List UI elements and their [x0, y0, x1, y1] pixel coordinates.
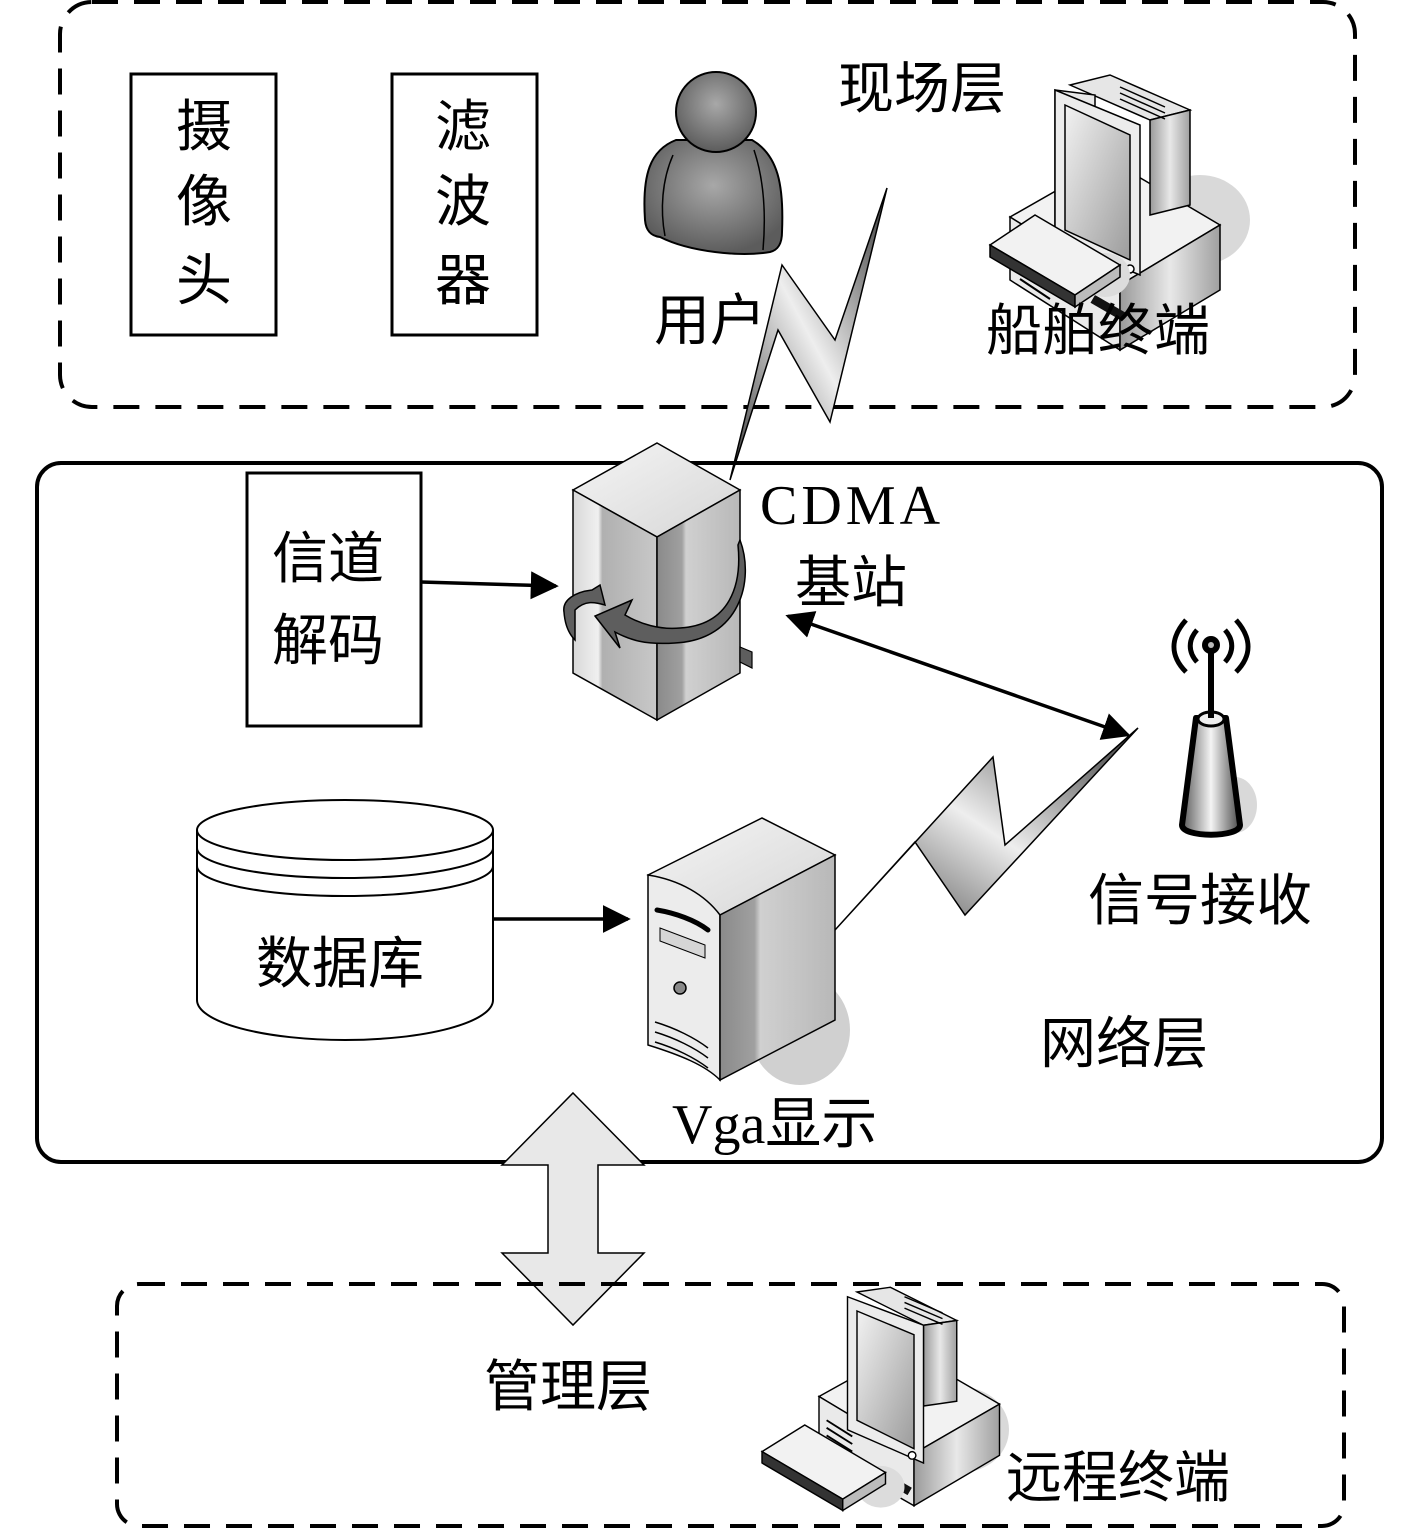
ship-terminal-label: 船舶终端 [986, 301, 1210, 363]
field-layer-boundary [58, 0, 1357, 409]
antenna-signal-icon [1171, 618, 1257, 838]
database-cylinder-icon [196, 799, 494, 1041]
field-layer: 现场层 摄 像 头 滤 波 器 用户 [58, 0, 1357, 409]
channel-decode-box: 信道 解码 [245, 471, 423, 728]
database-label: 数据库 [256, 934, 424, 996]
channel-decode-label-2: 解码 [272, 611, 384, 673]
ship-terminal-computer-icon [988, 74, 1250, 352]
base-station-label-cdma: CDMA [760, 475, 944, 537]
basestation-receiver-arrow [785, 611, 1131, 740]
person-icon [643, 71, 784, 255]
network-layer: 网络层 信道 解码 CDMA 基站 [35, 442, 1384, 1164]
server-tower-icon [646, 817, 850, 1085]
decode-to-basestation-arrow [420, 571, 559, 600]
channel-decode-label-1: 信道 [272, 529, 384, 591]
remote-terminal-label: 远程终端 [1006, 1448, 1230, 1510]
vga-display-label: Vga显示 [672, 1094, 877, 1156]
filter-label-1: 滤 [435, 97, 491, 159]
filter-label-3: 器 [435, 251, 491, 313]
management-layer-boundary [115, 1282, 1346, 1528]
rotation-arrow-icon [593, 537, 747, 649]
camera-label-3: 头 [176, 251, 232, 313]
lightning-link-icon [729, 187, 888, 481]
filter-label-2: 波 [435, 172, 491, 234]
camera-box: 摄 像 头 [129, 72, 278, 337]
keyboard-icon [988, 214, 1130, 309]
camera-label-2: 像 [176, 172, 232, 234]
signal-receive-label: 信号接收 [1088, 871, 1312, 933]
lightning-link-icon [834, 727, 1139, 931]
network-layer-title: 网络层 [1040, 1014, 1208, 1076]
management-layer: 管理层 远程终端 [115, 1282, 1346, 1528]
camera-label-1: 摄 [176, 97, 232, 159]
base-station-label-station: 基站 [795, 553, 907, 615]
management-layer-title: 管理层 [484, 1357, 652, 1419]
network-layer-boundary [35, 461, 1384, 1164]
field-layer-title: 现场层 [838, 59, 1006, 121]
network-management-double-arrow [500, 1091, 646, 1327]
filter-box: 滤 波 器 [390, 72, 539, 337]
keyboard-icon [760, 1424, 905, 1512]
base-station-tower-icon [563, 442, 753, 722]
remote-terminal-computer-icon [760, 1286, 1009, 1512]
user-label: 用户 [654, 291, 766, 353]
